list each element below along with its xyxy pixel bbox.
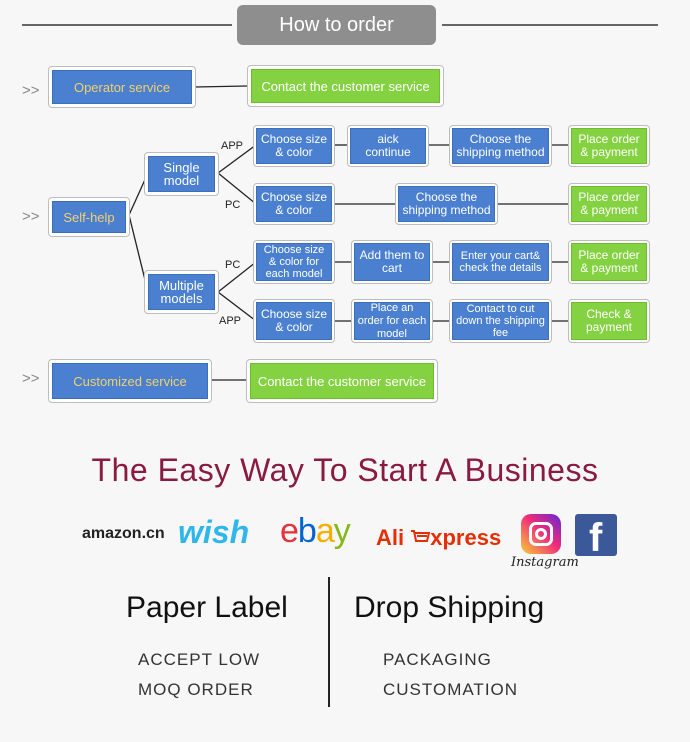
prompt-customized: >> (22, 370, 40, 387)
r1-step-payment: Place order & payment (571, 128, 647, 164)
instagram-ring (529, 522, 553, 546)
paper-label-title: Paper Label (126, 591, 288, 624)
r1-step-shipping: Choose the shipping method (452, 128, 549, 164)
header-rule-right (442, 24, 658, 26)
operator-contact-box: Contact the customer service (251, 69, 440, 103)
r2-step-choose: Choose size & color (256, 186, 332, 222)
facebook-f: f (589, 516, 603, 556)
operator-service-box: Operator service (52, 70, 192, 104)
paper-label-line2: MOQ ORDER (138, 680, 254, 699)
page-title: How to order (237, 5, 436, 45)
ebay-logo: ebay (280, 512, 351, 551)
r2-step-shipping: Choose the shipping method (398, 186, 495, 222)
customized-service-box: Customized service (52, 363, 208, 399)
aliexpress-cart-icon (411, 530, 431, 542)
r4-step-choose: Choose size & color (256, 302, 332, 340)
wish-logo: wish (178, 514, 250, 550)
facebook-icon: f (575, 514, 617, 556)
r2-step-payment: Place order & payment (571, 186, 647, 222)
label-app-2: APP (219, 315, 242, 327)
instagram-lens (535, 528, 547, 540)
aliexpress-xpress: xpress (430, 525, 502, 550)
label-app-1: APP (221, 140, 244, 152)
r4-step-check-payment: Check & payment (571, 302, 647, 340)
single-model-box: Single model (148, 156, 215, 192)
selfhelp-box: Self-help (52, 201, 126, 233)
customized-contact-box: Contact the customer service (250, 363, 434, 399)
r3-step-payment: Place order & payment (571, 243, 647, 281)
aliexpress-logo: Ali xpress (376, 525, 501, 551)
ebay-e: e (280, 512, 299, 550)
prompt-selfhelp: >> (22, 208, 40, 225)
r1-step-choose: Choose size & color (256, 128, 332, 164)
multiple-models-box: Multiple models (148, 274, 215, 310)
ebay-y: y (333, 512, 351, 550)
amazon-logo: amazon.cn (82, 525, 165, 542)
instagram-icon (521, 514, 561, 554)
ebay-a: a (315, 512, 335, 550)
label-pc-1: PC (225, 199, 241, 211)
label-pc-2: PC (225, 259, 241, 271)
r1-step-continue: aick continue (350, 128, 426, 164)
aliexpress-ali: Ali (376, 525, 405, 550)
ebay-b: b (297, 512, 317, 550)
r3-step-choose-each: Choose size & color for each model (256, 243, 332, 281)
r4-step-cut-fee: Contact to cut down the shipping fee (452, 302, 549, 340)
r3-step-cart: Add them to cart (354, 243, 430, 281)
header-rule-left (22, 24, 232, 26)
drop-shipping-line2: CUSTOMATION (383, 680, 519, 699)
r3-step-check-cart: Enter your cart& check the details (452, 243, 549, 281)
instagram-label: Instagram (511, 555, 579, 570)
feature-divider (328, 577, 330, 707)
flow-connectors (128, 85, 571, 381)
paper-label-line1: ACCEPT LOW (138, 650, 261, 669)
r4-step-order-each: Place an order for each model (354, 302, 430, 340)
prompt-operator: >> (22, 82, 40, 99)
drop-shipping-title: Drop Shipping (354, 591, 545, 624)
drop-shipping-line1: PACKAGING (383, 650, 492, 669)
slogan: The Easy Way To Start A Business (91, 452, 599, 488)
